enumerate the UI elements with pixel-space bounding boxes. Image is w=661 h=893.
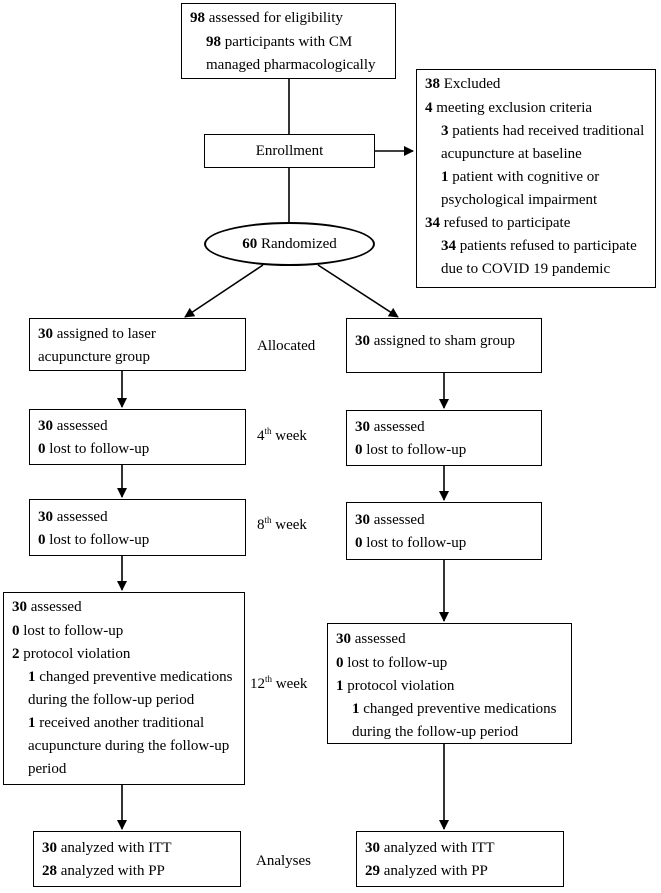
arrow-to-laser-group <box>184 264 264 318</box>
assessed-eligibility-box: 98 assessed for eligibility 98 participa… <box>181 3 396 79</box>
assessed-line-2: 98 participants with CM <box>206 34 353 50</box>
sham-w12-violation: 1 protocol violation <box>336 678 455 694</box>
laser-allocated-box: 30 assigned to laser acupuncture group <box>29 318 246 371</box>
laser-analysis-box: 30 analyzed with ITT 28 analyzed with PP <box>33 831 241 887</box>
sham-analysis-itt: 30 analyzed with ITT <box>365 840 495 856</box>
randomized-label: 60 Randomized <box>242 235 337 252</box>
laser-w12-v1-line2: during the follow-up period <box>28 692 195 708</box>
excluded-line-5: 1 patient with cognitive or <box>441 169 600 185</box>
excluded-line-6: psychological impairment <box>441 192 598 208</box>
laser-w12-v2-line3: period <box>28 761 67 777</box>
sham-analysis-box: 30 analyzed with ITT 29 analyzed with PP <box>356 831 564 887</box>
enrollment-label: Enrollment <box>255 142 324 159</box>
stage-week-8: 8th week <box>257 515 307 534</box>
laser-w4-lost: 0 lost to follow-up <box>38 441 150 457</box>
excluded-line-4: acupuncture at baseline <box>441 146 582 162</box>
excluded-line-7: 34 refused to participate <box>425 215 571 231</box>
sham-w12-assessed: 30 assessed <box>336 631 406 647</box>
enrollment-box: Enrollment <box>204 134 375 168</box>
laser-w12-assessed: 30 assessed <box>12 599 82 615</box>
laser-w12-v1: 1 changed preventive medications <box>28 669 233 685</box>
sham-w4-lost: 0 lost to follow-up <box>355 442 467 458</box>
laser-w8-lost: 0 lost to follow-up <box>38 532 150 548</box>
sham-w8-lost: 0 lost to follow-up <box>355 535 467 551</box>
sham-w4-assessed: 30 assessed <box>355 419 425 435</box>
laser-week8-box: 30 assessed 0 lost to follow-up <box>29 499 246 556</box>
excluded-box: 38 Excluded 4 meeting exclusion criteria… <box>416 69 656 288</box>
laser-w12-v2: 1 received another traditional <box>28 715 205 731</box>
laser-week12-box: 30 assessed 0 lost to follow-up 2 protoc… <box>3 592 245 785</box>
sham-w8-assessed: 30 assessed <box>355 512 425 528</box>
laser-w8-assessed: 30 assessed <box>38 509 108 525</box>
sham-allocated-box: 30 assigned to sham group <box>346 318 542 373</box>
excluded-line-9: due to COVID 19 pandemic <box>441 261 611 277</box>
laser-w12-violation: 2 protocol violation <box>12 646 131 662</box>
laser-alloc-line-2: acupuncture group <box>38 349 151 365</box>
stage-week-12: 12th week <box>250 674 308 693</box>
laser-analysis-itt: 30 analyzed with ITT <box>42 840 172 856</box>
assessed-line-1: 98 assessed for eligibility <box>190 10 343 26</box>
laser-w4-assessed: 30 assessed <box>38 418 108 434</box>
stage-allocated: Allocated <box>257 338 316 354</box>
stage-week-4: 4th week <box>257 426 307 445</box>
laser-analysis-pp: 28 analyzed with PP <box>42 863 165 879</box>
sham-week12-box: 30 assessed 0 lost to follow-up 1 protoc… <box>327 623 572 744</box>
stage-analyses: Analyses <box>256 853 311 869</box>
excluded-line-2: 4 meeting exclusion criteria <box>425 100 593 116</box>
sham-analysis-pp: 29 analyzed with PP <box>365 863 488 879</box>
excluded-line-3: 3 patients had received traditional <box>441 123 645 139</box>
sham-week8-box: 30 assessed 0 lost to follow-up <box>346 502 542 560</box>
excluded-line-8: 34 patients refused to participate <box>441 238 637 254</box>
sham-w12-v1: 1 changed preventive medications <box>352 701 557 717</box>
laser-week4-box: 30 assessed 0 lost to follow-up <box>29 409 246 465</box>
assessed-line-3: managed pharmacologically <box>206 57 376 73</box>
laser-w12-v2-line2: acupuncture during the follow-up <box>28 738 230 754</box>
randomized-ellipse: 60 Randomized <box>204 222 375 266</box>
sham-week4-box: 30 assessed 0 lost to follow-up <box>346 410 542 466</box>
excluded-line-1: 38 Excluded <box>425 76 501 92</box>
arrow-to-sham-group <box>317 264 399 318</box>
laser-alloc-line-1: 30 assigned to laser <box>38 326 156 342</box>
laser-w12-lost: 0 lost to follow-up <box>12 623 124 639</box>
sham-alloc-line-1: 30 assigned to sham group <box>355 333 515 349</box>
sham-w12-v1-line2: during the follow-up period <box>352 724 519 740</box>
sham-w12-lost: 0 lost to follow-up <box>336 655 448 671</box>
